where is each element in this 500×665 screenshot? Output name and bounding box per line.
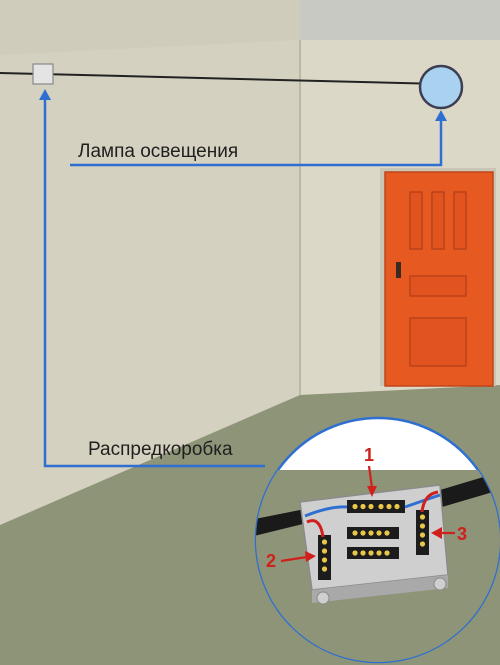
ceiling-wire	[0, 72, 443, 85]
wall-junction-box	[32, 63, 54, 85]
junction-box-label: Распредкоробка	[88, 439, 233, 460]
callout-2-label: 2	[266, 551, 276, 571]
callout-2-arrow-icon	[305, 551, 316, 562]
terminal-block-top	[347, 500, 405, 513]
terminal-block-middle	[347, 527, 399, 559]
terminal-block-left	[318, 535, 331, 580]
junction-box-edge	[312, 575, 448, 603]
junction-leader-line	[43, 95, 265, 468]
lamp-label: Лампа освещения	[78, 141, 238, 162]
mount-lug-left	[316, 591, 330, 605]
ceiling-corner	[300, 0, 500, 40]
terminal-block-right	[416, 510, 429, 555]
callout-1-label: 1	[364, 445, 374, 465]
cable-left	[256, 509, 307, 537]
junction-arrow-icon	[39, 89, 51, 100]
door-handle	[396, 262, 401, 278]
magnified-view: 1 2 3	[254, 416, 500, 664]
upper-wall-shade	[0, 0, 300, 55]
callout-3-label: 3	[457, 524, 467, 544]
lamp-arrow-icon	[435, 110, 447, 121]
red-wire-left	[306, 519, 325, 538]
mount-lug-right	[433, 577, 447, 591]
lamp-icon	[418, 64, 464, 110]
red-wire-right	[420, 490, 439, 513]
door	[380, 168, 496, 387]
callout-3-arrow-icon	[431, 527, 442, 539]
callout-1-arrow-icon	[367, 486, 377, 497]
lamp-leader-line	[70, 116, 443, 167]
blue-wire-left	[304, 505, 348, 518]
callout-1-line	[367, 465, 374, 489]
callout-2-line	[280, 555, 308, 563]
